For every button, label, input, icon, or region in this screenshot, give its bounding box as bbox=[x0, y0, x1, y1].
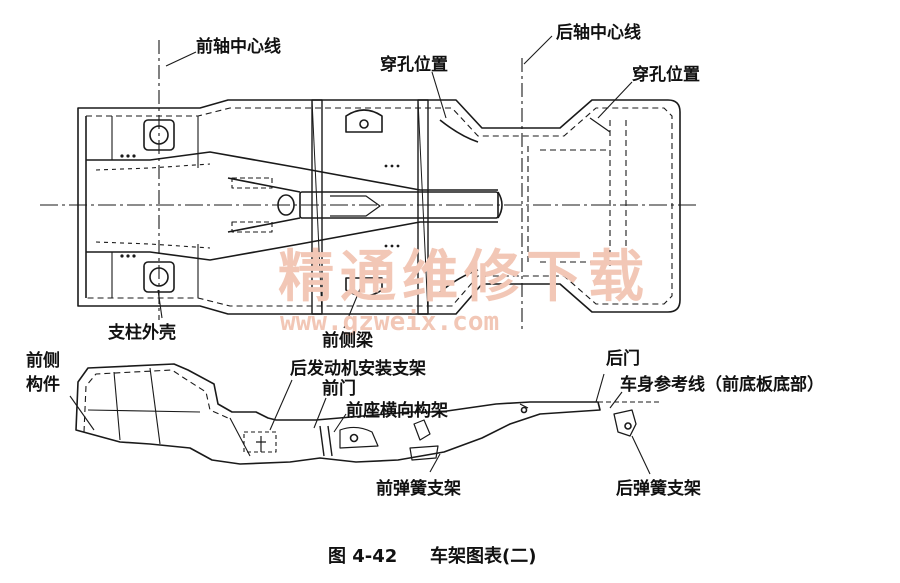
label-front-side-member-2: 构件 bbox=[26, 374, 60, 395]
watermark-url: www.gzweix.com bbox=[280, 307, 499, 337]
figure-caption: 图 4-42 车架图表(二) bbox=[328, 545, 536, 567]
frame-top-view bbox=[77, 99, 681, 315]
label-rear-engine-mount-bracket: 后发动机安装支架 bbox=[290, 358, 426, 379]
watermark: 精通维修下载 www.gzweix.com bbox=[278, 245, 650, 337]
callout-labels: 前轴中心线 后轴中心线 穿孔位置 穿孔位置 支柱外壳 前侧梁 前侧 构件 后发动… bbox=[26, 22, 824, 499]
label-strut-housing: 支柱外壳 bbox=[108, 322, 176, 343]
leader-lines-side bbox=[69, 373, 651, 475]
label-front-seat-crossmember: 前座横向构架 bbox=[346, 400, 448, 421]
caption-figure-number: 图 4-42 bbox=[328, 546, 397, 567]
label-body-reference-line: 车身参考线（前底板底部） bbox=[620, 374, 824, 395]
label-front-axle-centerline: 前轴中心线 bbox=[196, 36, 281, 57]
label-rear-axle-centerline: 后轴中心线 bbox=[556, 22, 641, 43]
label-front-side-rail: 前侧梁 bbox=[322, 330, 374, 351]
label-hole-position-2: 穿孔位置 bbox=[632, 64, 700, 85]
caption-title: 车架图表(二) bbox=[430, 545, 536, 567]
label-front-door: 前门 bbox=[322, 378, 356, 399]
label-front-side-member-1: 前侧 bbox=[26, 350, 60, 371]
label-front-spring-bracket: 前弹簧支架 bbox=[376, 478, 461, 499]
leader-lines-top bbox=[157, 35, 633, 329]
frame-side-view bbox=[75, 363, 660, 465]
label-rear-spring-bracket: 后弹簧支架 bbox=[616, 478, 701, 499]
label-hole-position-1: 穿孔位置 bbox=[380, 54, 448, 75]
label-rear-door: 后门 bbox=[606, 348, 640, 369]
watermark-text: 精通维修下载 bbox=[278, 245, 650, 310]
